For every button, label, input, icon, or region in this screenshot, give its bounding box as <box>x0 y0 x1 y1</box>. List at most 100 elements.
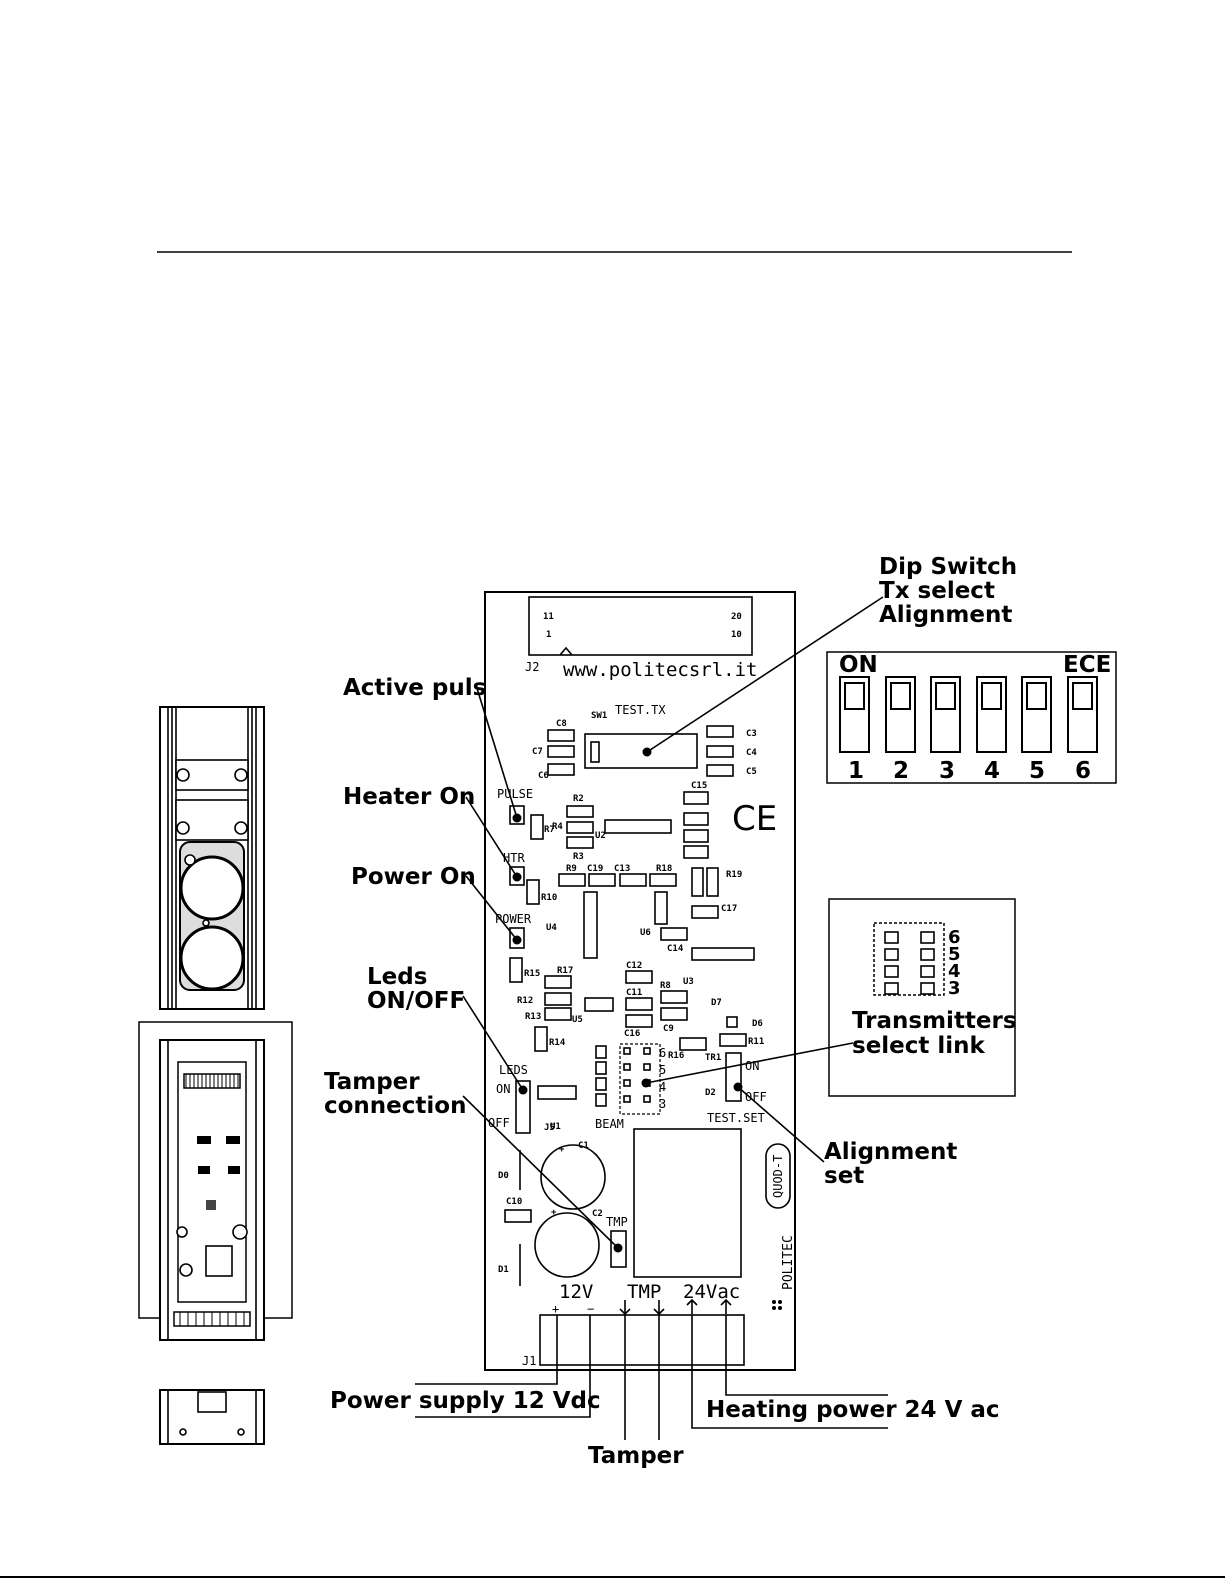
website-label: www.politecsrl.it <box>563 659 757 681</box>
callout-alignment-set-2: set <box>824 1163 864 1189</box>
svg-text:1: 1 <box>546 630 551 640</box>
svg-text:C7: C7 <box>532 747 543 757</box>
u4-label: U4 <box>546 923 557 933</box>
leds-part <box>537 1085 577 1100</box>
svg-text:D7: D7 <box>711 998 722 1008</box>
c14 <box>691 947 755 961</box>
svg-text:C11: C11 <box>626 988 642 998</box>
svg-text:5: 5 <box>1029 758 1045 784</box>
svg-text:+: + <box>559 1145 565 1155</box>
dip-ece-label: ECE <box>1063 652 1111 678</box>
link-detail: 6 5 4 3 <box>828 898 1016 1097</box>
callout-dip-switch-2: Tx select <box>879 578 995 604</box>
j1-label: J1 <box>522 1354 536 1368</box>
terminal-plus: + <box>552 1302 559 1316</box>
caps-right-top: C3 C4 C5 <box>706 725 757 777</box>
svg-text:R13: R13 <box>525 1012 541 1022</box>
callout-heating-power: Heating power 24 V ac <box>706 1397 1000 1423</box>
connector-j2: 11 20 1 10 <box>528 596 753 656</box>
svg-text:U5: U5 <box>572 1015 583 1025</box>
svg-text:D2: D2 <box>705 1088 716 1098</box>
terminal-12v: 12V <box>559 1281 593 1303</box>
j2-label: J2 <box>525 660 539 674</box>
svg-text:C15: C15 <box>691 781 707 791</box>
sw1-switch <box>584 733 698 769</box>
u1-label: U1 <box>550 1122 561 1132</box>
svg-text:C16: C16 <box>624 1029 640 1039</box>
svg-text:C10: C10 <box>506 1197 522 1207</box>
relay <box>633 1128 742 1278</box>
htr-label: HTR <box>503 851 525 865</box>
r10 <box>526 879 540 905</box>
capacitors: + + C1 C2 D0 C10 D1 <box>498 1141 606 1286</box>
svg-text:R14: R14 <box>549 1038 566 1048</box>
svg-text:3: 3 <box>659 1097 666 1111</box>
c17-label: C17 <box>721 904 737 914</box>
test-set-jumper <box>725 1052 742 1102</box>
svg-text:C5: C5 <box>746 767 757 777</box>
beam-header: 6 5 4 3 TR1 D2 <box>595 1043 721 1115</box>
callout-active-puls: Active puls <box>343 675 486 701</box>
r7-label: R7 <box>544 825 555 835</box>
svg-text:R17: R17 <box>557 966 573 976</box>
svg-text:C9: C9 <box>663 1024 674 1034</box>
resistor-block: R2 R4 U2 R3 <box>552 794 672 862</box>
c14-label: C14 <box>667 944 684 954</box>
svg-text:U3: U3 <box>683 977 694 987</box>
device-bottom-view <box>159 1389 265 1445</box>
svg-text:C8: C8 <box>556 719 567 729</box>
callout-dip-switch-3: Alignment <box>879 602 1012 628</box>
svg-text:C19: C19 <box>587 864 603 874</box>
terminal-wires <box>415 1315 888 1440</box>
terminal-minus: − <box>587 1302 594 1316</box>
pulse-label: PULSE <box>497 787 533 801</box>
terminal-block-j1 <box>539 1314 745 1366</box>
svg-text:R3: R3 <box>573 852 584 862</box>
callout-transmitters-1: Transmitters <box>852 1008 1017 1034</box>
svg-text:C12: C12 <box>626 961 642 971</box>
beam-label: BEAM <box>595 1117 624 1131</box>
dip-switch-detail: ON ECE 1 2 3 4 5 6 <box>826 651 1117 784</box>
svg-text:C2: C2 <box>592 1209 603 1219</box>
svg-text:2: 2 <box>893 758 909 784</box>
sw1-label: SW1 <box>591 711 607 721</box>
svg-text:C6: C6 <box>538 771 549 781</box>
u6-label: U6 <box>640 928 651 938</box>
c17 <box>691 905 719 919</box>
svg-text:5: 5 <box>948 944 961 965</box>
svg-text:1: 1 <box>848 758 864 784</box>
r15 <box>509 957 523 983</box>
callout-leds-1: Leds <box>367 964 427 990</box>
model-label: QUOD-T <box>771 1155 785 1198</box>
svg-text:4: 4 <box>659 1080 666 1094</box>
brand-logo <box>772 1300 782 1310</box>
svg-text:3: 3 <box>939 758 955 784</box>
svg-text:D0: D0 <box>498 1171 509 1181</box>
power-label: POWER <box>495 912 532 926</box>
brand-label: POLITEC <box>781 1235 796 1290</box>
callout-leds-2: ON/OFF <box>367 988 465 1014</box>
terminal-24vac: 24Vac <box>683 1281 740 1303</box>
callout-tamper-connection-1: Tamper <box>324 1069 420 1095</box>
svg-text:D1: D1 <box>498 1265 509 1275</box>
u6 <box>654 891 668 925</box>
svg-text:R12: R12 <box>517 996 533 1006</box>
j5-label: J5 <box>544 1123 555 1133</box>
r9-row: R9 C19 C13 R18 R19 <box>558 864 742 897</box>
device-pcb-view <box>138 1021 293 1341</box>
test-set-label: TEST.SET <box>707 1111 765 1125</box>
leader-lines <box>462 596 884 1249</box>
svg-text:TR1: TR1 <box>705 1053 721 1063</box>
r15-label: R15 <box>524 969 540 979</box>
test-set-off: OFF <box>745 1090 767 1104</box>
svg-text:6: 6 <box>948 927 961 948</box>
svg-text:R18: R18 <box>656 864 672 874</box>
svg-text:R9: R9 <box>566 864 577 874</box>
leds-label: LEDS <box>499 1063 528 1077</box>
model-badge <box>765 1143 791 1209</box>
svg-text:6: 6 <box>659 1046 666 1060</box>
svg-text:4: 4 <box>984 758 1000 784</box>
svg-text:C13: C13 <box>614 864 630 874</box>
svg-text:5: 5 <box>659 1063 666 1077</box>
svg-text:R16: R16 <box>668 1051 684 1061</box>
